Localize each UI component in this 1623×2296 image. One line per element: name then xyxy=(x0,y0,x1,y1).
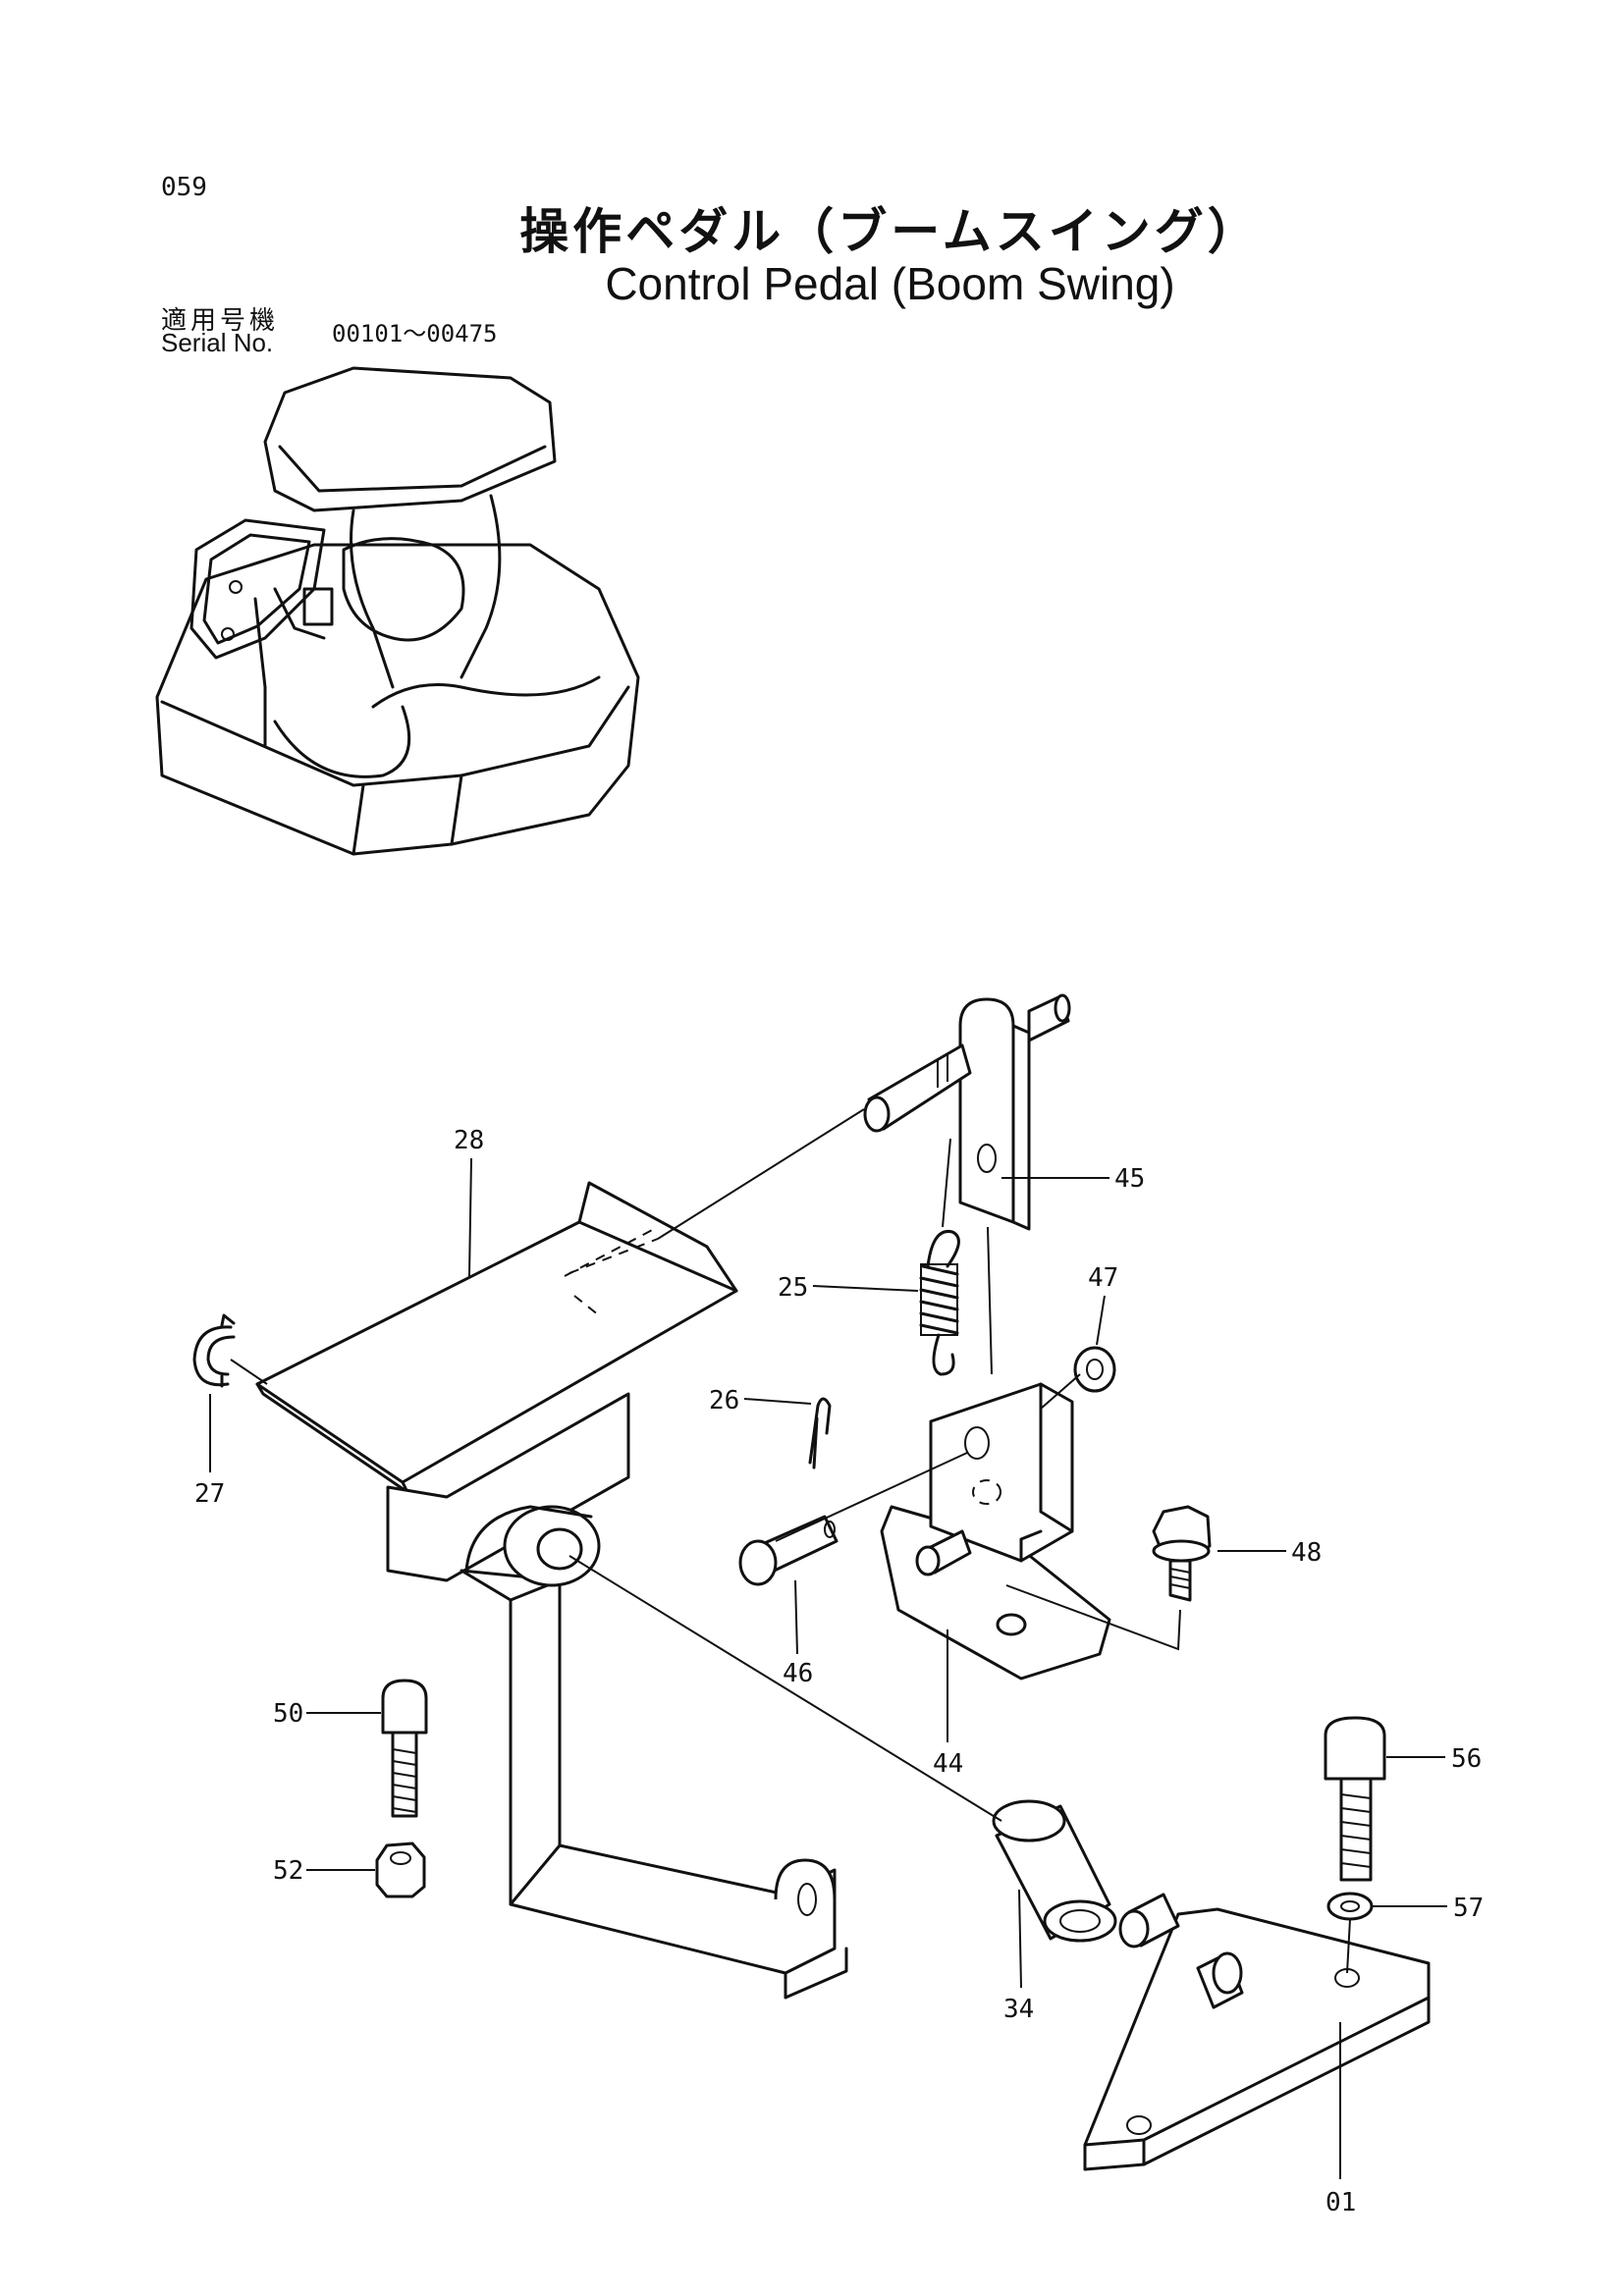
part-52-nut xyxy=(375,1842,426,1898)
part-46-pin xyxy=(738,1515,839,1586)
serial-label-japanese: 適用号機 xyxy=(161,306,280,336)
page-number: 059 xyxy=(161,173,207,202)
machine-overview-illustration xyxy=(155,366,640,856)
serial-range: 00101～00475 xyxy=(332,320,498,347)
callout-48: 48 xyxy=(1291,1538,1322,1568)
part-50-bolt xyxy=(381,1679,428,1818)
callout-28: 28 xyxy=(454,1126,484,1155)
part-28-pedal xyxy=(255,1181,738,1582)
callout-27: 27 xyxy=(194,1479,225,1509)
part-pedal-arm xyxy=(460,1505,848,2000)
part-56-bolt xyxy=(1324,1716,1386,1882)
callout-25: 25 xyxy=(778,1273,808,1303)
callout-52: 52 xyxy=(273,1856,303,1886)
serial-label-english: Serial No. xyxy=(161,328,274,357)
callout-45: 45 xyxy=(1114,1164,1145,1194)
part-01-base-plate xyxy=(1083,1893,1431,2171)
callout-46: 46 xyxy=(783,1659,813,1688)
part-25-spring xyxy=(919,1229,960,1376)
part-26-cotter-pin xyxy=(808,1397,832,1469)
part-45-bracket-pin xyxy=(863,993,1071,1231)
callout-57: 57 xyxy=(1453,1894,1484,1923)
part-44-bracket-base xyxy=(880,1382,1111,1681)
part-34-bushing xyxy=(992,1799,1117,1943)
part-47-washer xyxy=(1073,1346,1116,1393)
callout-34: 34 xyxy=(1003,1995,1034,2024)
callout-47: 47 xyxy=(1088,1263,1118,1293)
part-48-bolt xyxy=(1152,1505,1212,1602)
title-english: Control Pedal (Boom Swing) xyxy=(605,258,1175,309)
leader-lines xyxy=(209,1108,1447,2179)
title-japanese: 操作ペダル（ブームスイング） xyxy=(519,203,1261,260)
callout-50: 50 xyxy=(273,1699,303,1729)
callout-01: 01 xyxy=(1325,2188,1356,2217)
part-57-spring-washer xyxy=(1326,1892,1374,1921)
callout-44: 44 xyxy=(933,1749,963,1779)
callout-56: 56 xyxy=(1451,1744,1482,1774)
callout-26: 26 xyxy=(709,1386,739,1415)
callouts: 45 28 47 25 27 26 48 46 44 50 56 52 57 3… xyxy=(194,1126,1484,2217)
part-27-snap-ring xyxy=(192,1313,236,1388)
